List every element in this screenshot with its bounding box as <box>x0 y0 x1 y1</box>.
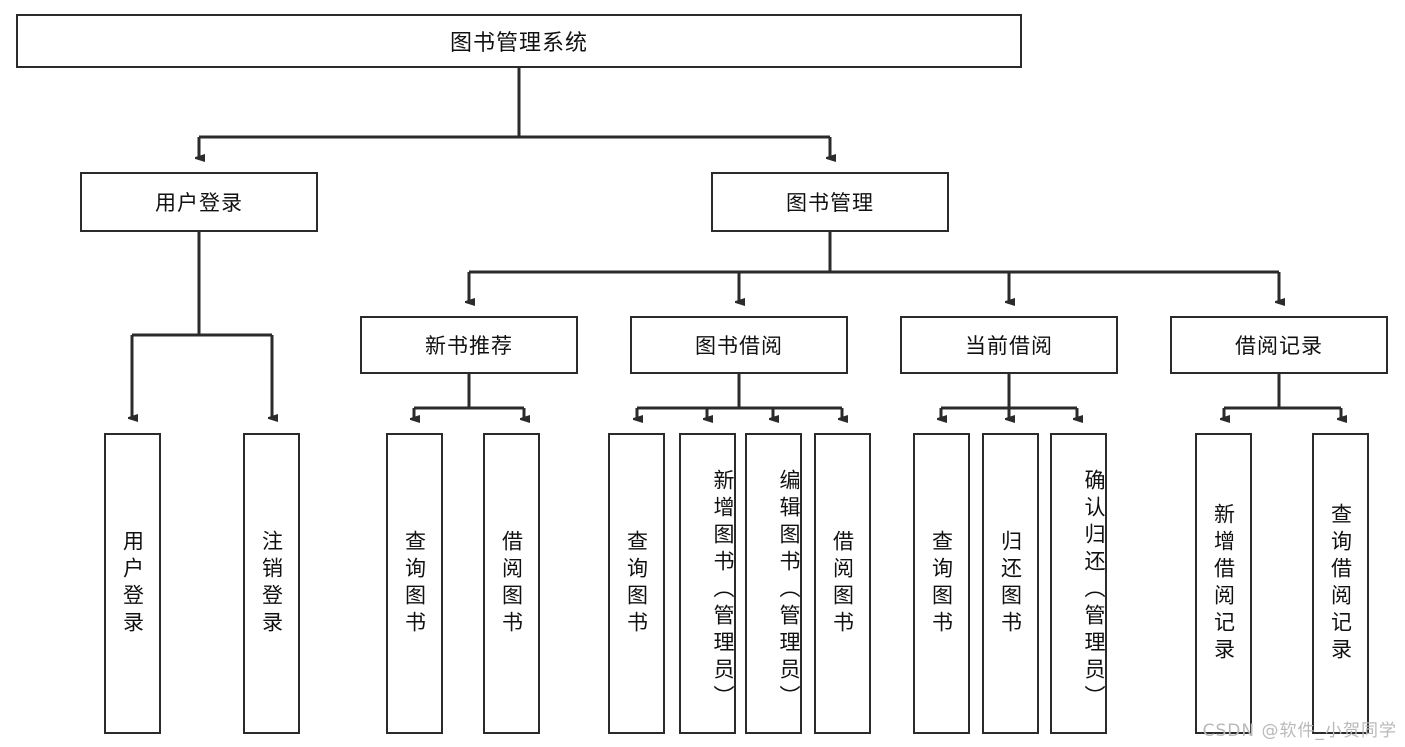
node-current-borrow[interactable]: 当前借阅 <box>900 316 1118 374</box>
leaf-book-borrow-edit[interactable]: 编辑图书（管理员） <box>745 433 802 734</box>
node-new-book-recommend[interactable]: 新书推荐 <box>360 316 578 374</box>
leaf-new-book-query[interactable]: 查询图书 <box>386 433 443 734</box>
leaf-current-borrow-query[interactable]: 查询图书 <box>913 433 970 734</box>
leaf-book-borrow-add[interactable]: 新增图书（管理员） <box>679 433 736 734</box>
node-borrow-record[interactable]: 借阅记录 <box>1170 316 1388 374</box>
leaf-current-borrow-confirm-return[interactable]: 确认归还（管理员） <box>1050 433 1107 734</box>
node-user-login[interactable]: 用户登录 <box>80 172 318 232</box>
leaf-user-login-logout[interactable]: 注销登录 <box>243 433 300 734</box>
watermark: CSDN @软件_小贺同学 <box>1202 721 1397 741</box>
node-book-borrow[interactable]: 图书借阅 <box>630 316 848 374</box>
leaf-current-borrow-return[interactable]: 归还图书 <box>982 433 1039 734</box>
leaf-new-book-borrow[interactable]: 借阅图书 <box>483 433 540 734</box>
node-book-management[interactable]: 图书管理 <box>711 172 949 232</box>
leaf-borrow-record-query[interactable]: 查询借阅记录 <box>1312 433 1369 734</box>
leaf-borrow-record-add[interactable]: 新增借阅记录 <box>1195 433 1252 734</box>
leaf-user-login-login[interactable]: 用户登录 <box>104 433 161 734</box>
leaf-book-borrow-query[interactable]: 查询图书 <box>608 433 665 734</box>
leaf-book-borrow-lend[interactable]: 借阅图书 <box>814 433 871 734</box>
node-book-management-system[interactable]: 图书管理系统 <box>16 14 1022 68</box>
